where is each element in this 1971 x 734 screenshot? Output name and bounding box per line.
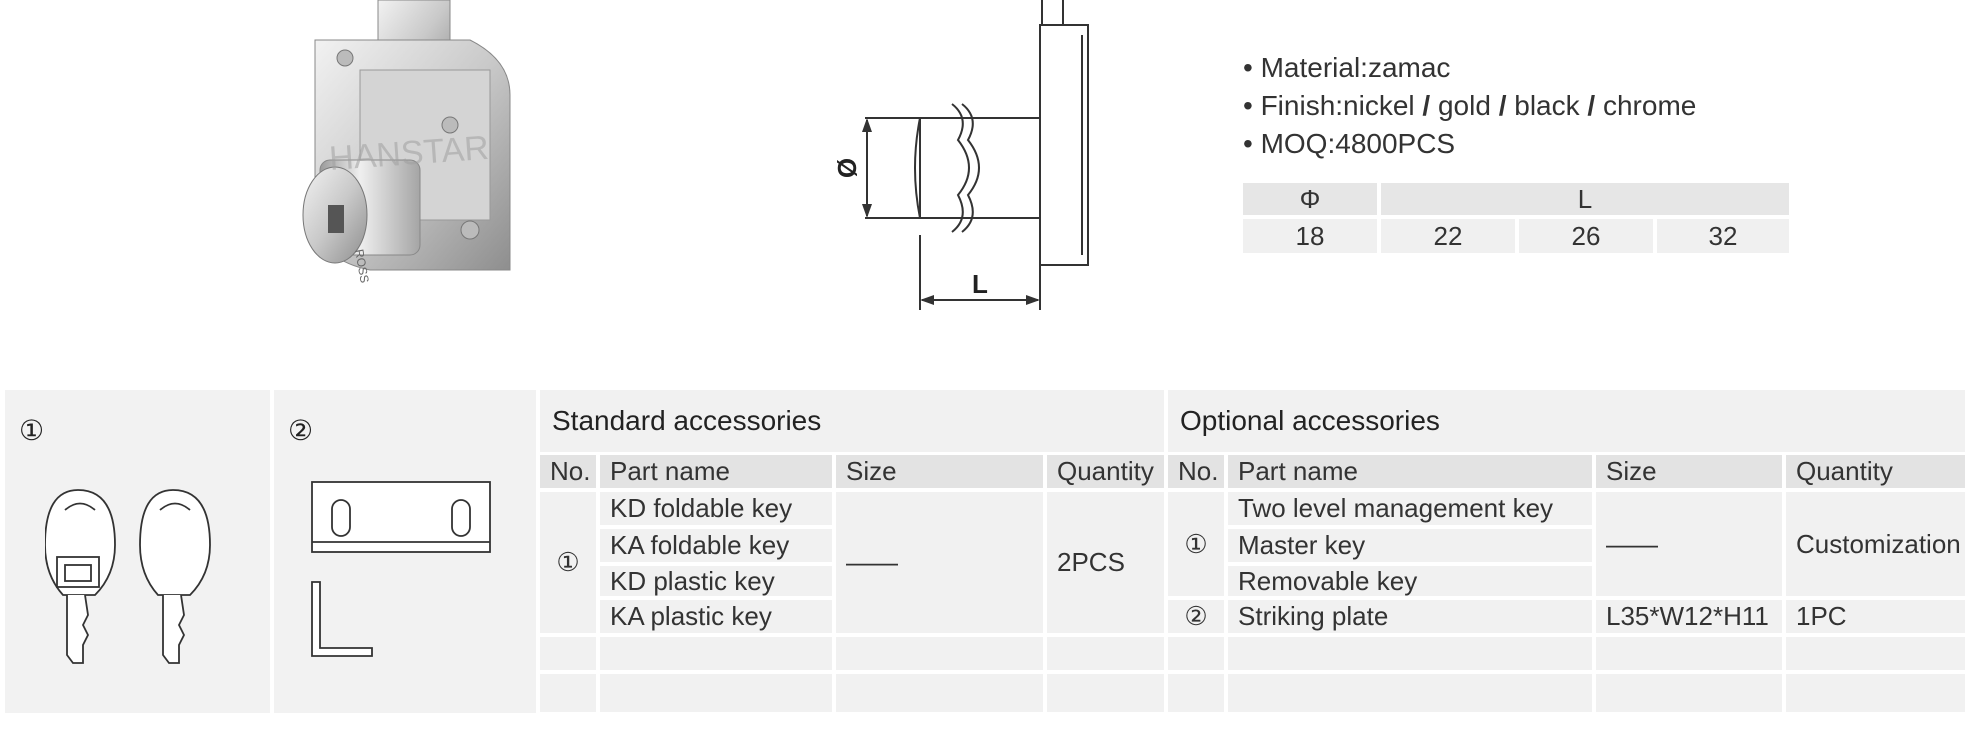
std-empty-cell — [836, 674, 1043, 712]
std-empty-cell — [1047, 674, 1164, 712]
opt-empty-cell — [1228, 674, 1592, 712]
finish-chrome: chrome — [1602, 90, 1697, 121]
standard-accessories-title: Standard accessories — [540, 390, 1164, 452]
std-header-size: Size — [836, 455, 1043, 488]
std-empty-cell — [1047, 637, 1164, 670]
opt-row-no: ① — [1168, 492, 1224, 596]
finish-black: black — [1514, 90, 1580, 121]
opt-header-size: Size — [1596, 455, 1782, 488]
std-header-quantity: Quantity — [1047, 455, 1164, 488]
dim-l-value: 32 — [1657, 219, 1789, 253]
std-part-name: KD foldable key — [600, 492, 832, 525]
std-empty-cell — [600, 674, 832, 712]
opt-header-no: No. — [1168, 455, 1224, 488]
length-label: L — [972, 269, 988, 299]
dim-l-value: 26 — [1519, 219, 1653, 253]
opt-part-name: Removable key — [1228, 566, 1592, 596]
std-empty-cell — [600, 637, 832, 670]
std-header-part-name: Part name — [600, 455, 832, 488]
opt-empty-cell — [1596, 674, 1782, 712]
finish-slash: / — [1498, 90, 1507, 121]
finish-slash: / — [1587, 90, 1596, 121]
dim-l-header: L — [1381, 183, 1789, 215]
std-empty-cell — [540, 637, 596, 670]
spec-material: • Material:zamac — [1243, 52, 1451, 83]
opt-part-name: Master key — [1228, 529, 1592, 562]
std-empty-cell — [836, 637, 1043, 670]
lock-technical-drawing: Ø L — [832, 0, 1089, 310]
opt-part-name: Striking plate — [1228, 600, 1592, 633]
spec-moq: • MOQ:4800PCS — [1243, 128, 1456, 159]
std-quantity: 2PCS — [1047, 492, 1164, 633]
std-header-no: No. — [540, 455, 596, 488]
finish-slash: / — [1422, 90, 1431, 121]
opt-row-no: ② — [1168, 600, 1224, 633]
std-empty-cell — [540, 674, 596, 712]
cylinder-text: ROSS — [352, 248, 372, 284]
opt-empty-cell — [1596, 637, 1782, 670]
plate-panel: ② — [274, 390, 536, 713]
diameter-label: Ø — [832, 158, 862, 178]
dim-l-value: 22 — [1381, 219, 1515, 253]
dim-phi-value: 18 — [1243, 219, 1377, 253]
opt-size: L35*W12*H11 — [1596, 600, 1782, 633]
striking-plate-illustration — [311, 481, 491, 657]
opt-empty-cell — [1786, 637, 1965, 670]
opt-empty-cell — [1228, 637, 1592, 670]
opt-part-name: Two level management key — [1228, 492, 1592, 525]
spec-finish: • Finish:nickel / gold / black / chrome — [1243, 90, 1696, 122]
std-size: —— — [836, 492, 1043, 633]
opt-empty-cell — [1786, 674, 1965, 712]
std-row-no: ① — [540, 492, 596, 633]
opt-quantity: Customization — [1786, 492, 1965, 596]
opt-quantity: 1PC — [1786, 600, 1965, 633]
keys-illustration — [45, 489, 211, 664]
lock-product-photo: HANSTAR ROSS — [302, 0, 511, 284]
dim-phi-header: Φ — [1243, 183, 1377, 215]
std-part-name: KA plastic key — [600, 600, 832, 633]
plate-marker: ② — [288, 415, 314, 446]
opt-empty-cell — [1168, 637, 1224, 670]
std-part-name: KA foldable key — [600, 529, 832, 562]
finish-nickel: • Finish:nickel — [1243, 90, 1415, 121]
opt-header-quantity: Quantity — [1786, 455, 1965, 488]
keys-panel: ① — [5, 390, 270, 713]
finish-gold: gold — [1437, 90, 1491, 121]
optional-accessories-title: Optional accessories — [1168, 390, 1965, 452]
keys-marker: ① — [19, 415, 45, 446]
opt-header-part-name: Part name — [1228, 455, 1592, 488]
opt-size: —— — [1596, 492, 1782, 596]
opt-empty-cell — [1168, 674, 1224, 712]
std-part-name: KD plastic key — [600, 566, 832, 596]
